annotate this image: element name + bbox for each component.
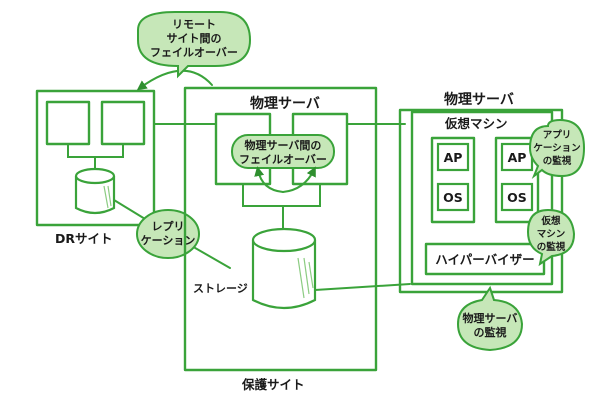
dr-server-1 [45,100,91,146]
failover-arrow-left [254,166,284,193]
vm-monitoring-line-2: マシン [537,229,566,240]
app-monitoring-line-1: アプリ [543,129,572,141]
os-left-box [436,182,470,212]
dr-server-connector [67,143,124,171]
replication-line-1: レプリ [152,219,185,233]
vm-monitoring-bubble: 仮想 マシン の監視 [526,208,576,267]
os-right-box [500,182,534,212]
vm-left-box [430,136,476,224]
virtual-machine-box [410,110,554,286]
os-right-label: OS [507,190,527,205]
physical-monitoring-line-1: 物理サーバ [463,311,518,325]
remote-failover-line-3: フェイルオーバー [150,46,238,59]
app-monitoring-line-3: の監視 [543,155,572,167]
vm-right-box [494,136,540,224]
ap-right-label: AP [508,150,527,165]
failover-arrow-right [282,166,316,193]
ap-left-label: AP [444,150,463,165]
protected-site-label: 保護サイト [241,377,305,392]
remote-failover-bubble: リモート サイト間の フェイルオーバー [137,11,252,79]
dr-site-box [35,89,156,227]
storage-label: ストレージ [193,282,248,295]
remote-failover-line-2: サイト間の [167,32,222,45]
physical-monitoring-line-2: の監視 [474,325,507,339]
os-left-label: OS [443,190,463,205]
dr-storage-cylinder [74,167,116,215]
dr-site: DRサイト [35,89,156,246]
hypervisor-label: ハイパーバイザー [435,252,534,267]
remote-failover-line-1: リモート [172,18,216,31]
right-physical-server-box [398,108,564,294]
protected-site: 物理サーバ 物理サーバ間の フェイルオーバー ストレージ 保護サイト [183,86,378,392]
virtual-machine-label: 仮想マシン [444,116,508,131]
vm-monitoring-line-3: の監視 [537,241,566,253]
ap-left-box [436,142,470,172]
physical-failover-bubble: 物理サーバ間の フェイルオーバー [231,134,335,169]
app-monitoring-line-2: ケーション [533,143,580,154]
vm-monitoring-line-1: 仮想 [540,215,561,227]
protected-site-box [183,86,378,372]
physical-failover-line-2: フェイルオーバー [239,153,327,166]
dr-server-2 [100,100,146,146]
app-monitoring-bubble: アプリ ケーション の監視 [528,118,586,179]
replication-bubble: レプリ ケーション [136,209,200,259]
right-physical-server: 物理サーバ 仮想マシン AP OS AP OS ハイパーバイザー [398,91,564,294]
physical-server-center-label: 物理サーバ [250,95,320,112]
replication-line-2: ケーション [141,234,196,247]
physical-server-right-label: 物理サーバ [444,91,514,108]
center-server-connector [242,183,321,229]
physical-monitoring-bubble: 物理サーバ の監視 [456,285,524,352]
dr-site-label: DRサイト [55,231,113,246]
physical-failover-line-1: 物理サーバ間の [245,138,322,152]
right-to-storage-link [314,283,411,291]
center-storage-cylinder [251,227,317,310]
remote-failover-arrow [136,69,213,91]
